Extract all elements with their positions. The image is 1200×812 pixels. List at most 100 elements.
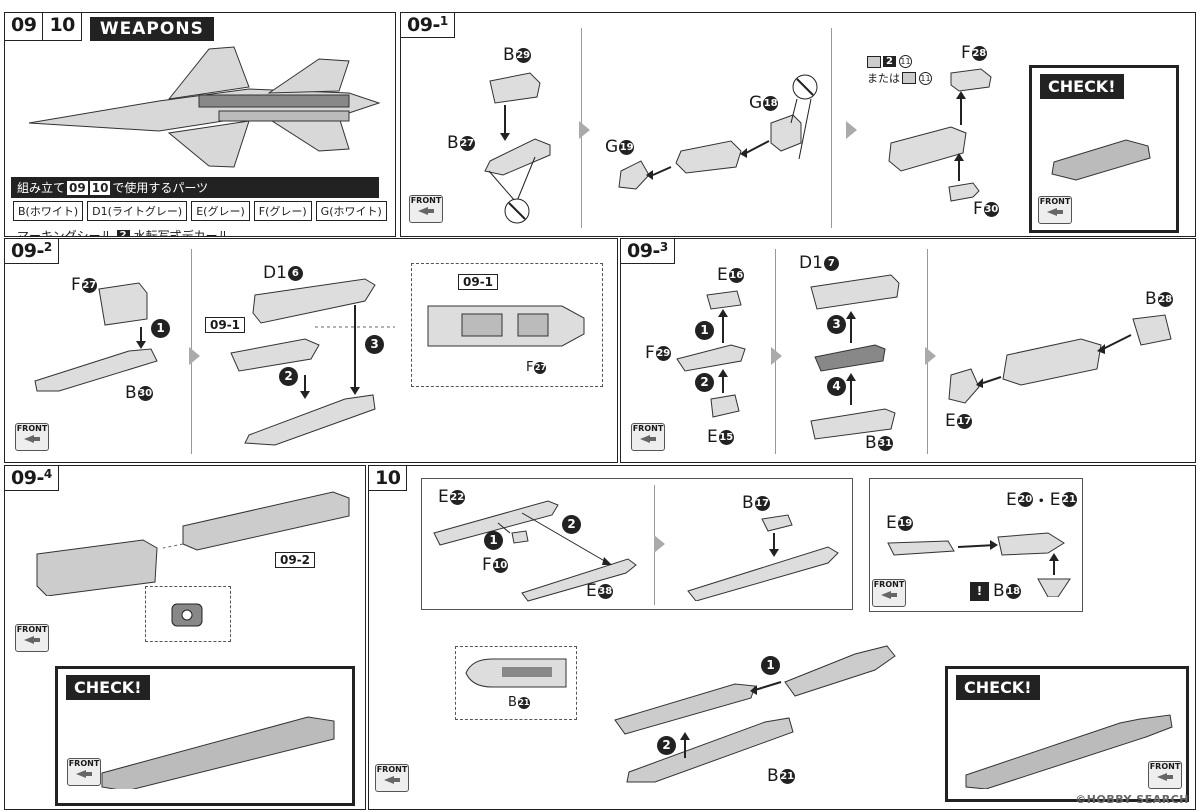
- watermark: ©HOBBY SEARCH: [1075, 793, 1189, 806]
- panel-step-09-4: 09-4 09-2 FRONT CHECK! FRONT: [4, 465, 366, 810]
- step-number: 09-3: [621, 239, 675, 264]
- step-tag: 10: [369, 466, 408, 491]
- step-circle-1: 1: [484, 531, 503, 550]
- arrow-next-icon: [925, 347, 936, 365]
- step-number-b: 10: [43, 13, 82, 41]
- step-tag: 09-2: [5, 239, 59, 264]
- step-number: 10: [369, 466, 408, 491]
- front-indicator: FRONT: [409, 195, 443, 223]
- aircraft-illustration: [28, 46, 381, 168]
- front-indicator: FRONT: [15, 624, 49, 652]
- part-e19-e20-drawing: [887, 532, 1071, 597]
- check-assembled-drawing: [1051, 139, 1151, 181]
- parts-used-suffix: で使用するパーツ: [112, 181, 209, 195]
- check-label: CHECK!: [66, 675, 150, 700]
- part-b29-b27-drawing: [484, 72, 551, 224]
- page-title: WEAPONS: [89, 17, 214, 41]
- parts-step-b: 10: [89, 180, 111, 195]
- check-box: CHECK! FRONT: [945, 666, 1189, 802]
- part-e22-e38-drawing: [433, 500, 637, 602]
- part-d16-assembly-drawing: [230, 278, 395, 446]
- step-circle-4: 4: [827, 377, 846, 396]
- step-number: 09-2: [5, 239, 59, 264]
- decal-note: 2 11 または 11: [867, 55, 932, 85]
- arrow-next-icon: [579, 121, 590, 139]
- arrow-next-icon: [771, 347, 782, 365]
- step-circle-2: 2: [279, 367, 298, 386]
- step-tag: 09 10 WEAPONS: [5, 13, 214, 41]
- step-circle-3: 3: [365, 335, 384, 354]
- step-circle-1-main: 1: [761, 656, 780, 675]
- part-d17-b31-drawing: [810, 274, 900, 440]
- ref-box-09-1-inset: 09-1: [458, 274, 499, 290]
- step-circle-3: 3: [827, 315, 846, 334]
- ref-box-09-2: 09-2: [275, 552, 316, 568]
- ref-box-09-1: 09-1: [205, 317, 246, 333]
- decal-number: 2: [116, 230, 130, 236]
- part-e16-f29-e15-drawing: [676, 290, 746, 418]
- parts-step-a: 09: [67, 180, 88, 195]
- part-g18-g19-drawing: [618, 74, 818, 190]
- step-circle-2: 2: [562, 515, 581, 534]
- front-indicator: FRONT: [67, 758, 101, 786]
- check-assembled-drawing: [965, 714, 1173, 789]
- part-chip-g: G(ホワイト): [315, 201, 387, 221]
- main-weapon-assembly-drawing: [614, 645, 896, 783]
- part-chip-f: F(グレー): [253, 201, 312, 221]
- front-indicator: FRONT: [15, 423, 49, 451]
- part-chip-e: E(グレー): [191, 201, 250, 221]
- step-circle-2-main: 2: [657, 736, 676, 755]
- front-indicator: FRONT: [1038, 196, 1072, 224]
- step-tag: 09-4: [5, 466, 59, 491]
- part-chip-b: B(ホワイト): [13, 201, 84, 221]
- panel-weapons-header: 09 10 WEAPONS 組み立て 09 10 で使用するパーツ B(ホワイト…: [4, 12, 396, 237]
- front-indicator: FRONT: [375, 764, 409, 792]
- part-f28-f30-drawing: [888, 68, 992, 202]
- front-indicator: FRONT: [872, 579, 906, 607]
- step-tag: 09-3: [621, 239, 675, 264]
- arrow-next-icon: [189, 347, 200, 365]
- check-label: CHECK!: [1040, 74, 1124, 99]
- decal-type: 水転写式デカール: [133, 229, 230, 237]
- part-f27-b30-drawing: [34, 282, 158, 392]
- front-indicator: FRONT: [631, 423, 665, 451]
- arrow-next-icon: [654, 535, 665, 553]
- step-circle-2: 2: [695, 373, 714, 392]
- step-number: 09-1: [401, 13, 455, 38]
- part-chip-d1: D1(ライトグレー): [87, 201, 188, 221]
- parts-used-header: 組み立て 09 10 で使用するパーツ: [11, 177, 379, 198]
- inset-detail-box: [145, 586, 231, 642]
- step-circle-1: 1: [695, 321, 714, 340]
- check-box: CHECK!: [55, 666, 355, 806]
- inset-part-drawing: [427, 305, 585, 347]
- parts-used-prefix: 組み立て: [17, 181, 66, 195]
- step-number: 09-4: [5, 466, 59, 491]
